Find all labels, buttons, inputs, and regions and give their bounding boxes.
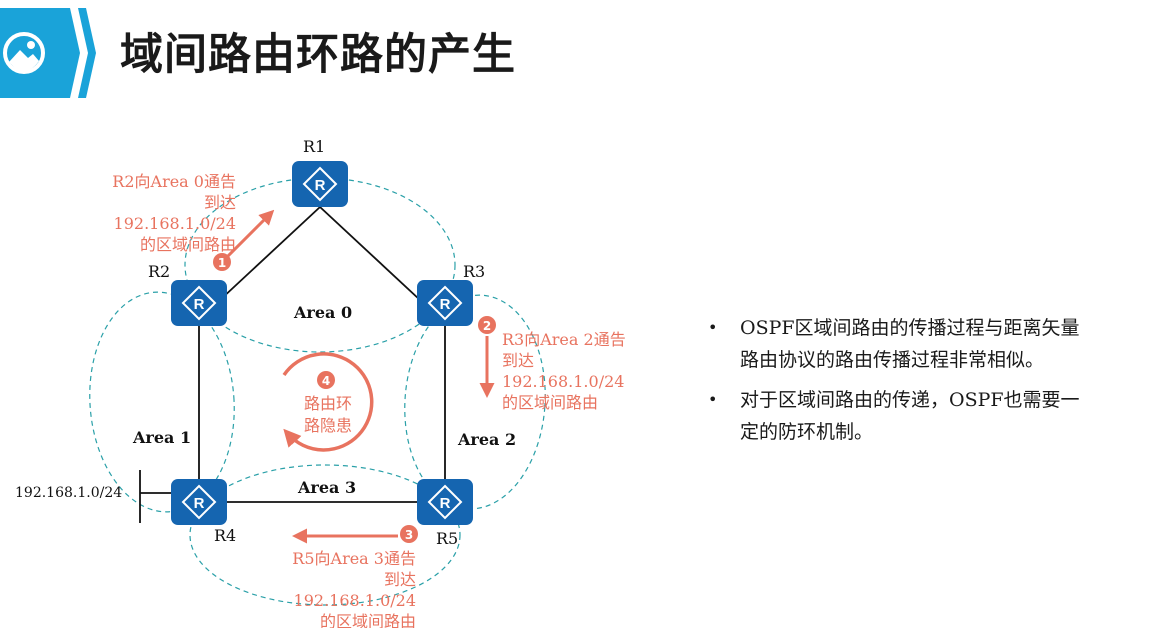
area-1-label: Area 1 (132, 428, 191, 447)
router-r4-glyph: R (194, 495, 205, 512)
router-r2: R (171, 280, 227, 326)
step-2-line-1: R3向Area 2通告 (502, 330, 626, 349)
bullet-dot-icon: • (708, 318, 718, 337)
bullet-1-line-1: OSPF区域间路由的传播过程与距离矢量 (740, 317, 1080, 339)
router-r3: R (417, 280, 473, 326)
router-r5: R (417, 479, 473, 525)
step-4: 4 路由环 路隐患 (282, 352, 374, 452)
step-4-line-1: 路由环 (304, 394, 352, 413)
step-1-arrow (220, 209, 275, 264)
step-3-number: 3 (405, 528, 413, 542)
router-r5-label: R5 (436, 529, 458, 548)
router-r1-label: R1 (303, 137, 325, 156)
bullet-item: • OSPF区域间路由的传播过程与距离矢量 路由协议的路由传播过程非常相似。 (708, 312, 1128, 376)
step-2-number: 2 (483, 319, 491, 333)
step-4-number: 4 (322, 374, 330, 388)
router-r4-label: R4 (214, 526, 236, 545)
step-3-line-2: 到达 (384, 570, 416, 589)
step-2-line-4: 的区域间路由 (502, 393, 598, 412)
step-1-line-1: R2向Area 0通告 (112, 172, 236, 191)
area-3-outline (189, 464, 461, 606)
step-3-line-1: R5向Area 3通告 (292, 549, 416, 568)
link-r1-r3 (319, 206, 421, 301)
router-r3-glyph: R (440, 296, 451, 313)
link-r1-r2 (219, 206, 321, 301)
step-1-line-3: 192.168.1.0/24 (114, 214, 236, 233)
area-0-outline (184, 177, 456, 353)
area-3-label: Area 3 (297, 478, 356, 497)
page-title: 域间路由环路的产生 (120, 30, 516, 80)
router-r2-glyph: R (194, 296, 205, 313)
router-r5-glyph: R (440, 495, 451, 512)
area-0-label: Area 0 (293, 303, 352, 322)
bullet-dot-icon: • (708, 390, 718, 409)
router-r1: R (292, 161, 348, 207)
router-r4: R (171, 479, 227, 525)
loop-arrow-icon (282, 352, 374, 452)
area-1-outline (89, 291, 235, 513)
step-1-number: 1 (218, 256, 226, 270)
bullet-1-line-2: 路由协议的路由传播过程非常相似。 (740, 349, 1045, 371)
step-3: 3 R5向Area 3通告 到达 192.168.1.0/24 的区域间路由 (292, 525, 418, 628)
router-r2-label: R2 (148, 262, 170, 281)
step-2: 2 R3向Area 2通告 到达 192.168.1.0/24 的区域间路由 (478, 316, 626, 412)
step-1-line-2: 到达 (204, 193, 236, 212)
area-2-outline (404, 294, 546, 510)
router-r3-label: R3 (463, 262, 485, 281)
bullet-2-line-1: 对于区域间路由的传递，OSPF也需要一 (740, 389, 1080, 411)
step-1-line-4: 的区域间路由 (140, 235, 236, 254)
step-3-line-4: 的区域间路由 (320, 612, 416, 628)
bullet-2-line-2: 定的防环机制。 (740, 421, 874, 443)
bullet-list: • OSPF区域间路由的传播过程与距离矢量 路由协议的路由传播过程非常相似。 •… (708, 312, 1128, 456)
step-1: 1 R2向Area 0通告 到达 192.168.1.0/24 的区域间路由 (112, 172, 275, 271)
title-badge (0, 8, 96, 98)
step-3-line-3: 192.168.1.0/24 (294, 591, 416, 610)
network-label: 192.168.1.0/24 (15, 485, 122, 501)
step-2-line-3: 192.168.1.0/24 (502, 372, 624, 391)
step-4-line-2: 路隐患 (304, 416, 352, 435)
image-icon (3, 32, 45, 74)
network-diagram: R R R R R R1 R2 R3 R4 R5 Area 0 Area 1 A… (15, 137, 626, 628)
step-2-line-2: 到达 (502, 351, 534, 370)
area-2-label: Area 2 (457, 430, 516, 449)
router-r1-glyph: R (315, 177, 326, 194)
bullet-item: • 对于区域间路由的传递，OSPF也需要一 定的防环机制。 (708, 384, 1128, 448)
